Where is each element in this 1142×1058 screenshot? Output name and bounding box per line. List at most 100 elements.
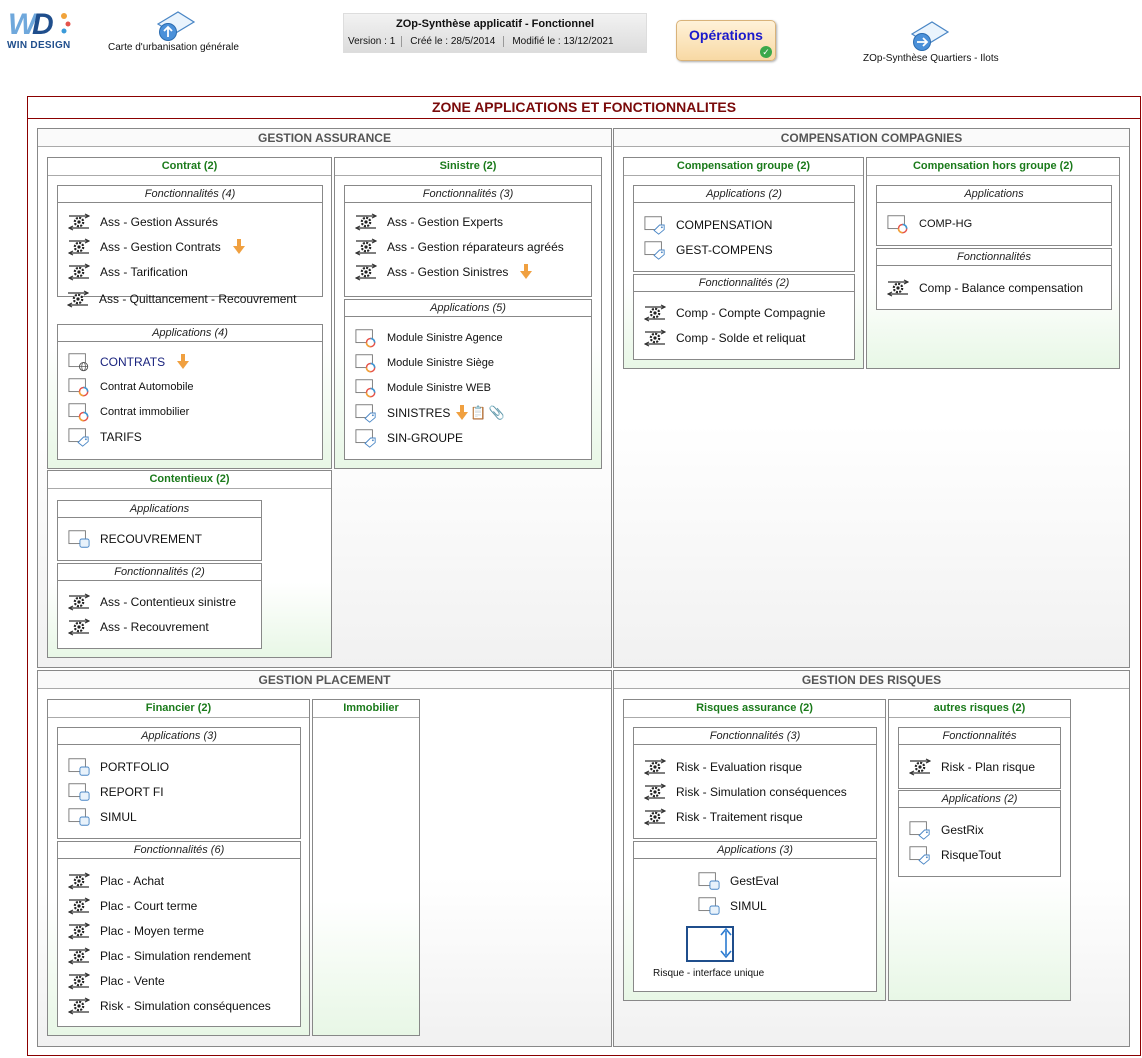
- gear-icon: [68, 921, 90, 941]
- list-item[interactable]: PORTFOLIO: [68, 756, 169, 778]
- list-item[interactable]: Module Sinistre WEB: [355, 377, 491, 399]
- panel-title: Applications (2): [899, 791, 1060, 808]
- panel-title: Applications (5): [345, 300, 591, 317]
- nav-carte-urbanisation[interactable]: Carte d'urbanisation générale: [108, 10, 258, 56]
- gear-icon: [68, 871, 90, 891]
- gear-icon: [644, 757, 666, 777]
- list-item[interactable]: Comp - Solde et reliquat: [644, 327, 805, 349]
- panel-title: Applications (4): [58, 325, 322, 342]
- list-item[interactable]: RisqueTout: [909, 844, 1001, 866]
- group-financier: Financier (2) Applications (3) PORTFOLIO…: [47, 699, 310, 1036]
- panel-applications: Applications COMP-HG: [876, 185, 1112, 246]
- list-item[interactable]: RECOUVREMENT: [68, 528, 202, 550]
- gear-icon: [644, 303, 666, 323]
- list-item[interactable]: Ass - Quittancement - Recouvrement: [67, 288, 296, 310]
- list-item[interactable]: Ass - Gestion Contrats: [68, 236, 245, 258]
- list-item[interactable]: COMPENSATION: [644, 214, 772, 236]
- panel-title: Applications (3): [634, 842, 876, 859]
- quadrant-title: GESTION PLACEMENT: [38, 671, 611, 689]
- gear-icon: [644, 782, 666, 802]
- group-contentieux: Contentieux (2) Applications RECOUVREMEN…: [47, 470, 332, 658]
- panel-title: Fonctionnalités: [877, 249, 1111, 266]
- list-item[interactable]: Plac - Court terme: [68, 895, 197, 917]
- list-item[interactable]: GEST-COMPENS: [644, 239, 773, 261]
- list-item[interactable]: SIMUL: [68, 806, 137, 828]
- interface-unique-label: Risque - interface unique: [653, 968, 765, 979]
- panel-title: Applications: [877, 186, 1111, 203]
- app-module-icon: [887, 214, 909, 234]
- panel-fonctionnalites: Fonctionnalités Risk - Plan risque: [898, 727, 1061, 789]
- list-item[interactable]: REPORT FI: [68, 781, 164, 803]
- list-item[interactable]: Risk - Simulation conséquences: [644, 781, 847, 803]
- list-item[interactable]: Comp - Compte Compagnie: [644, 302, 825, 324]
- list-item[interactable]: SIMUL: [698, 895, 767, 917]
- list-item[interactable]: Module Sinistre Agence: [355, 327, 503, 349]
- list-item[interactable]: Risk - Plan risque: [909, 756, 1035, 778]
- down-arrow-icon[interactable]: [456, 405, 468, 421]
- list-item[interactable]: Comp - Balance compensation: [887, 277, 1083, 299]
- group-contrat: Contrat (2) Fonctionnalités (4) Ass - Ge…: [47, 157, 332, 469]
- panel-title: Fonctionnalités: [899, 728, 1060, 745]
- group-title: Contrat (2): [48, 158, 331, 176]
- list-item[interactable]: GestEval: [698, 870, 779, 892]
- panel-applications: Applications RECOUVREMENT: [57, 500, 262, 561]
- interface-unique-item[interactable]: [686, 926, 734, 962]
- list-item[interactable]: TARIFS: [68, 426, 142, 448]
- gear-icon: [68, 971, 90, 991]
- list-item[interactable]: Ass - Gestion Experts: [355, 211, 503, 233]
- group-title: Financier (2): [48, 700, 309, 718]
- panel-fonctionnalites: Fonctionnalités (4) Ass - Gestion Assuré…: [57, 185, 323, 297]
- clipboard-icon[interactable]: 📋: [470, 405, 487, 420]
- gear-icon: [68, 946, 90, 966]
- nav-quartiers-ilots[interactable]: ZOp-Synthèse Quartiers - Ilots: [858, 20, 1018, 66]
- list-item[interactable]: GestRix: [909, 819, 984, 841]
- list-item[interactable]: Contrat Automobile: [68, 376, 194, 398]
- list-item[interactable]: Ass - Contentieux sinistre: [68, 591, 236, 613]
- down-arrow-icon[interactable]: [520, 264, 532, 280]
- list-item[interactable]: Module Sinistre Siège: [355, 352, 494, 374]
- operations-button[interactable]: Opérations ✓: [676, 20, 776, 61]
- app-tag-icon: [355, 428, 377, 448]
- panel-fonctionnalites: Fonctionnalités (3) Ass - Gestion Expert…: [344, 185, 592, 297]
- gear-icon: [644, 328, 666, 348]
- operations-label: Opérations: [689, 27, 763, 43]
- list-item[interactable]: SIN-GROUPE: [355, 427, 463, 449]
- panel-title: Fonctionnalités (3): [345, 186, 591, 203]
- list-item[interactable]: Ass - Gestion Assurés: [68, 211, 218, 233]
- gear-icon: [355, 262, 377, 282]
- down-arrow-icon[interactable]: [233, 239, 245, 255]
- group-sinistre: Sinistre (2) Fonctionnalités (3) Ass - G…: [334, 157, 602, 469]
- panel-title: Fonctionnalités (2): [634, 275, 854, 292]
- gear-icon: [355, 237, 377, 257]
- gear-icon: [68, 592, 90, 612]
- list-item[interactable]: Plac - Achat: [68, 870, 164, 892]
- app-web-icon: [68, 352, 90, 372]
- down-arrow-icon[interactable]: [177, 354, 189, 370]
- app-tag-icon: [644, 240, 666, 260]
- list-item[interactable]: Risk - Simulation conséquences: [68, 995, 271, 1017]
- panel-title: Applications (3): [58, 728, 300, 745]
- list-item[interactable]: Ass - Recouvrement: [68, 616, 209, 638]
- list-item[interactable]: Risk - Evaluation risque: [644, 756, 802, 778]
- svg-text:D: D: [32, 8, 54, 41]
- nav-quartiers-ilots-label: ZOp-Synthèse Quartiers - Ilots: [863, 53, 999, 64]
- diagram-meta: Version : 1 Créé le : 28/5/2014 Modifié …: [348, 36, 646, 47]
- list-item[interactable]: SINISTRES 📋 📎: [355, 402, 505, 424]
- list-item[interactable]: Plac - Vente: [68, 970, 165, 992]
- panel-fonctionnalites: Fonctionnalités (3) Risk - Evaluation ri…: [633, 727, 877, 839]
- list-item[interactable]: Contrat immobilier: [68, 401, 189, 423]
- list-item[interactable]: Ass - Gestion Sinistres: [355, 261, 532, 283]
- list-item[interactable]: CONTRATS: [68, 351, 189, 373]
- list-item[interactable]: Risk - Traitement risque: [644, 806, 803, 828]
- panel-applications: Applications (3) GestEval SIMUL Risque -…: [633, 841, 877, 992]
- list-item[interactable]: Plac - Moyen terme: [68, 920, 204, 942]
- list-item[interactable]: Ass - Gestion réparateurs agréés: [355, 236, 564, 258]
- paperclip-icon[interactable]: 📎: [488, 405, 505, 420]
- gear-icon: [67, 289, 89, 309]
- list-item[interactable]: Plac - Simulation rendement: [68, 945, 251, 967]
- panel-applications: Applications (2) GestRix RisqueTout: [898, 790, 1061, 877]
- panel-fonctionnalites: Fonctionnalités (2) Comp - Compte Compag…: [633, 274, 855, 360]
- app-desktop-icon: [68, 757, 90, 777]
- list-item[interactable]: COMP-HG: [887, 213, 972, 235]
- list-item[interactable]: Ass - Tarification: [68, 261, 188, 283]
